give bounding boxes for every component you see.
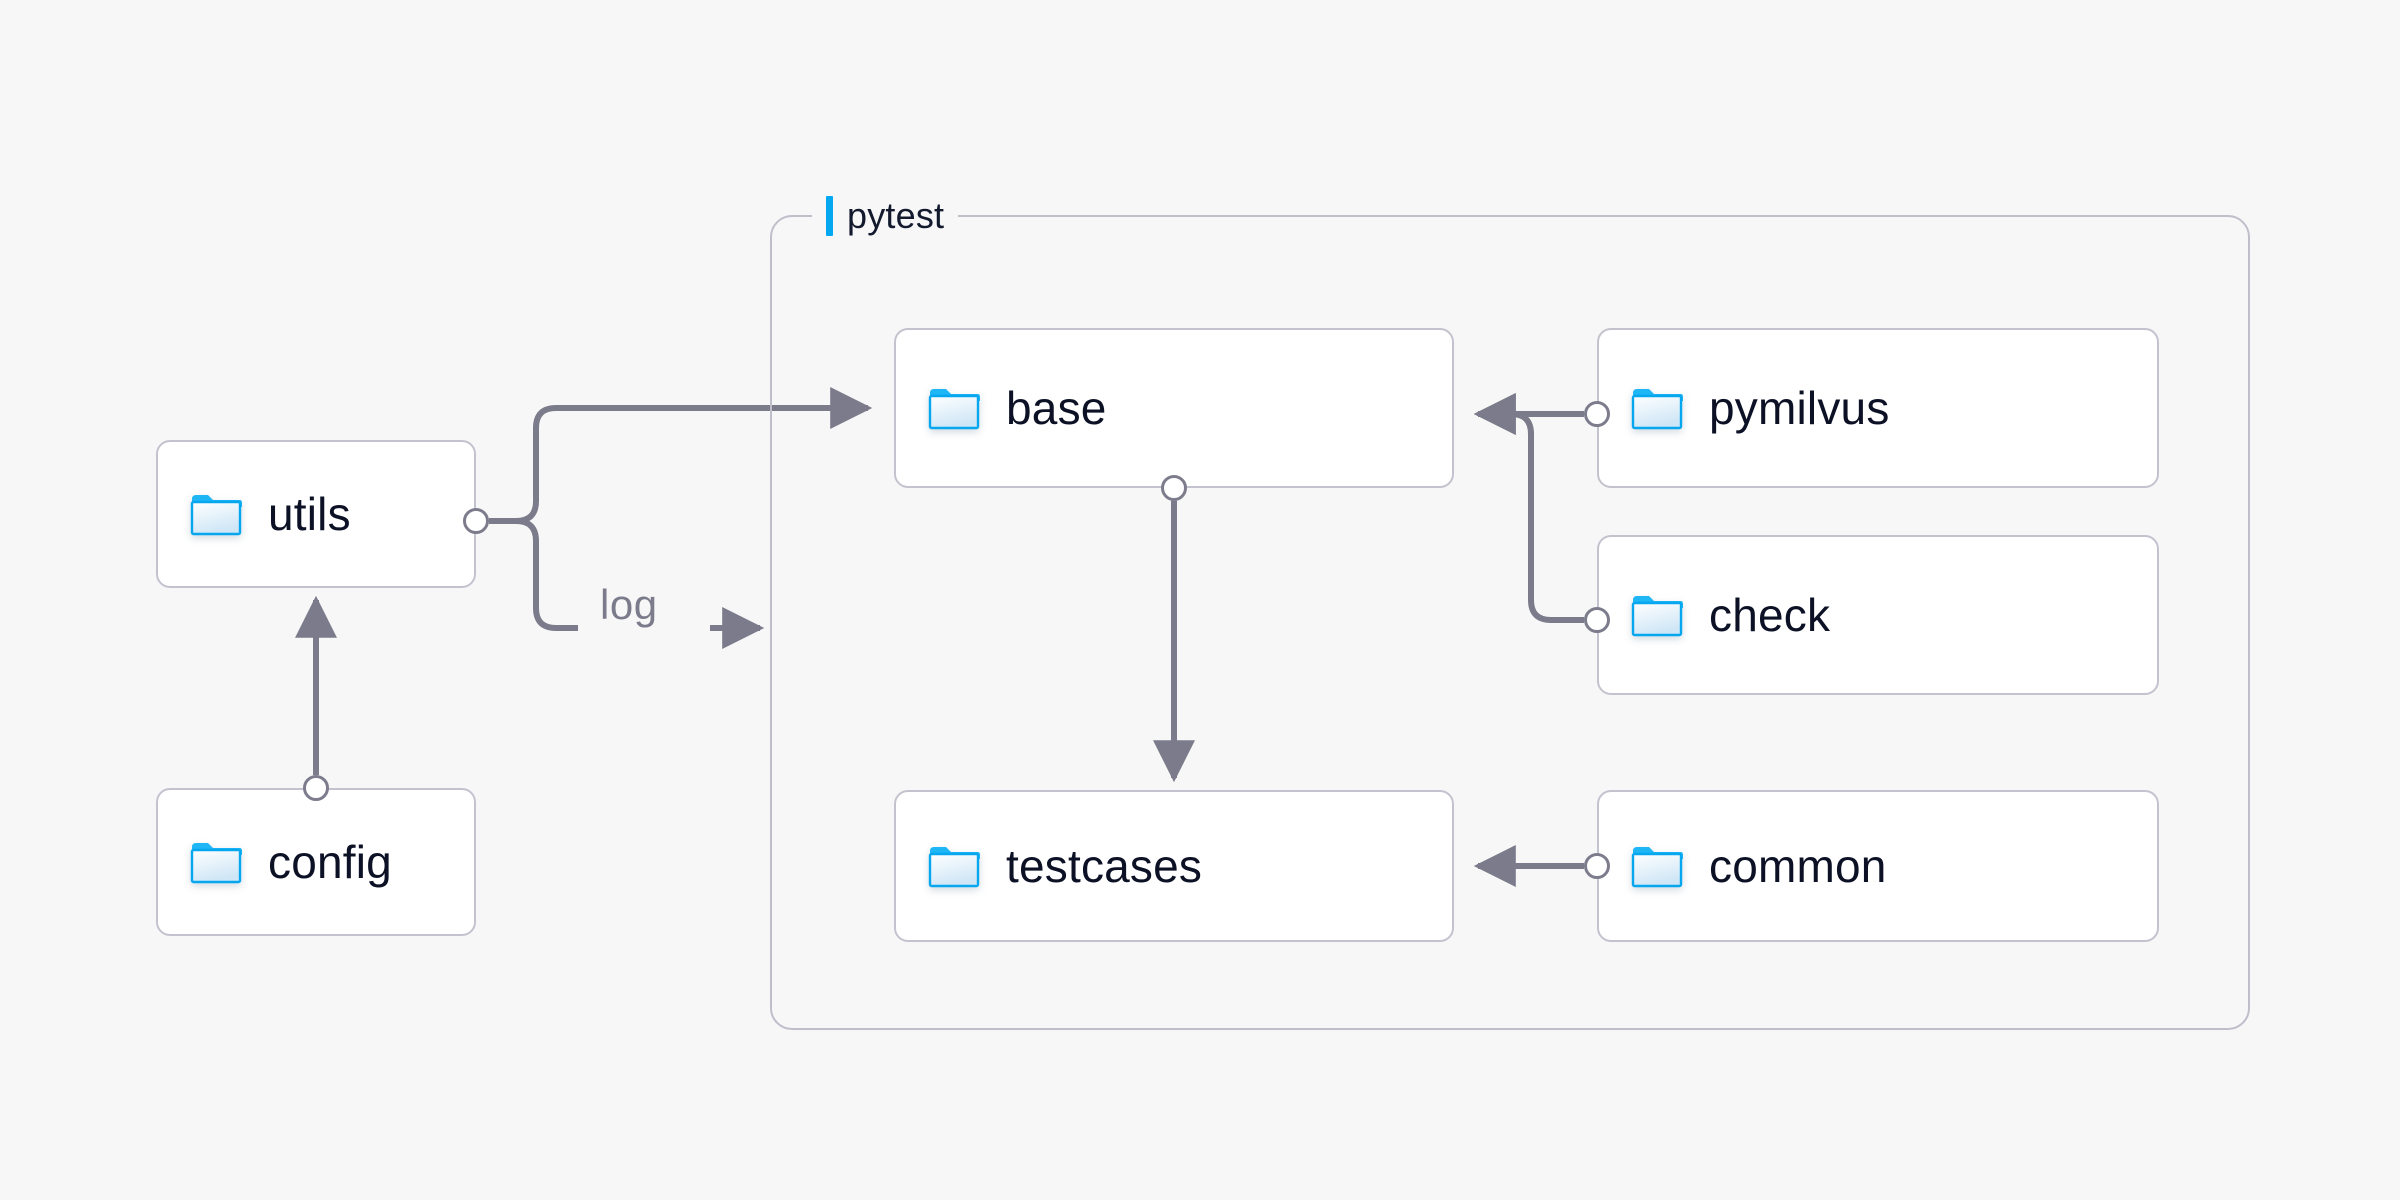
node-base[interactable]: base bbox=[894, 328, 1454, 488]
folder-icon bbox=[190, 491, 242, 537]
edge-label-log: log bbox=[600, 581, 658, 628]
folder-icon bbox=[928, 385, 980, 431]
handle-config-top[interactable] bbox=[303, 775, 329, 801]
node-pymilvus[interactable]: pymilvus bbox=[1597, 328, 2159, 488]
node-utils[interactable]: utils bbox=[156, 440, 476, 588]
edge-utils-to-log bbox=[489, 518, 578, 631]
node-common[interactable]: common bbox=[1597, 790, 2159, 942]
node-label: utils bbox=[268, 488, 351, 540]
node-label: common bbox=[1709, 840, 1887, 892]
group-label-pytest: pytest bbox=[812, 190, 959, 242]
node-testcases[interactable]: testcases bbox=[894, 790, 1454, 942]
folder-icon bbox=[1631, 385, 1683, 431]
handle-check-left[interactable] bbox=[1584, 607, 1610, 633]
group-title-text: pytest bbox=[847, 195, 945, 236]
node-label: check bbox=[1709, 589, 1831, 641]
handle-base-bottom[interactable] bbox=[1161, 475, 1187, 501]
accent-bar-icon bbox=[826, 196, 833, 236]
handle-common-left[interactable] bbox=[1584, 853, 1610, 879]
node-label: pymilvus bbox=[1709, 382, 1890, 434]
folder-icon bbox=[928, 843, 980, 889]
node-label: config bbox=[268, 836, 392, 888]
folder-icon bbox=[1631, 592, 1683, 638]
node-label: base bbox=[1006, 382, 1107, 434]
folder-icon bbox=[190, 839, 242, 885]
folder-icon bbox=[1631, 843, 1683, 889]
node-label: testcases bbox=[1006, 840, 1203, 892]
handle-utils-right[interactable] bbox=[463, 508, 489, 534]
node-check[interactable]: check bbox=[1597, 535, 2159, 695]
node-config[interactable]: config bbox=[156, 788, 476, 936]
handle-pymilvus-left[interactable] bbox=[1584, 401, 1610, 427]
group-container-pytest[interactable] bbox=[770, 215, 2250, 1030]
